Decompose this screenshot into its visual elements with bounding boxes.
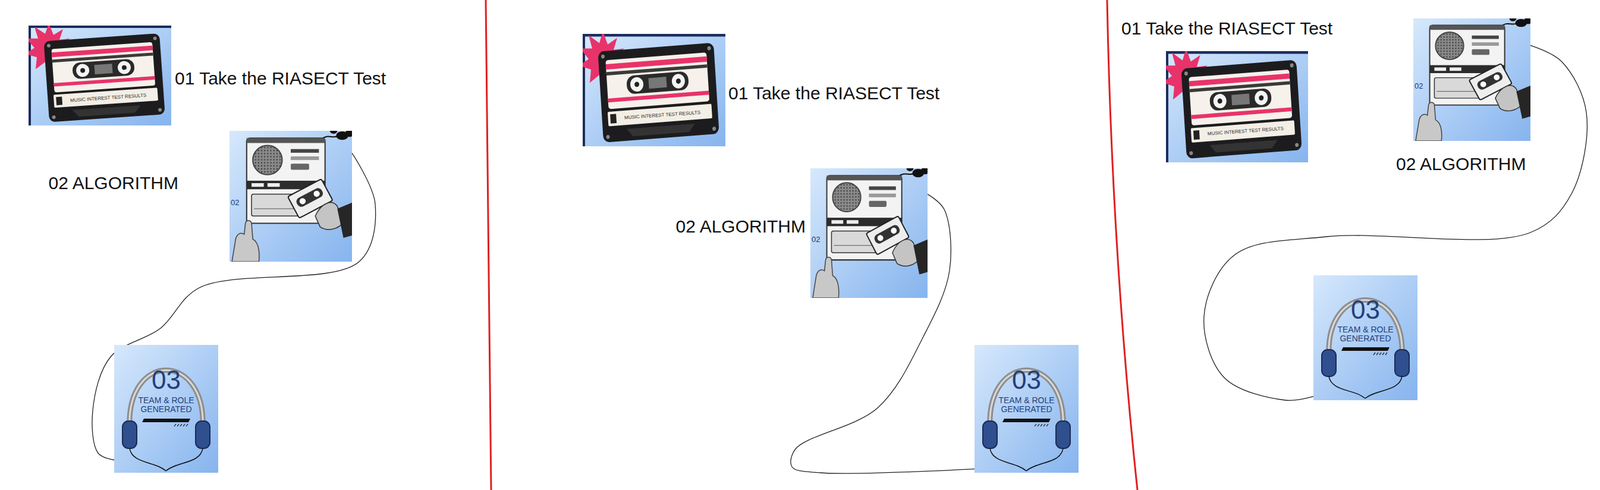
cassette-tile-picture (28, 25, 172, 126)
player-tile: 02 ALGORITHM02 (810, 168, 928, 298)
step-heading: 01 Take the RIASECT Test (728, 82, 940, 105)
step-number: 03 (974, 366, 1079, 394)
step-heading: 01 Take the RIASECT Test (174, 67, 386, 90)
step-number: 03 (1313, 296, 1418, 323)
cassette-tile: 01 Take the RIASECT TestMUSIC INTEREST T… (582, 33, 726, 147)
step-number: 03 (114, 366, 219, 394)
player-tile-art (1413, 18, 1531, 141)
headphones-tile: 03TEAM & ROLE GENERATED (1313, 275, 1418, 401)
side-number: 02 (1414, 82, 1423, 90)
player-tile-art (810, 168, 928, 298)
player-tile-art (229, 130, 352, 262)
cassette-tile-picture (582, 33, 726, 147)
player-tile-picture (1413, 18, 1531, 141)
player-tile: 02 ALGORITHM02 (1413, 18, 1531, 141)
cassette-tile-art (582, 33, 726, 147)
panel-divider (485, 0, 492, 490)
step-heading: 01 Take the RIASECT Test (1121, 17, 1333, 40)
headphones-tile: 03TEAM & ROLE GENERATED (974, 344, 1079, 473)
cassette-tile: 01 Take the RIASECT TestMUSIC INTEREST T… (1165, 51, 1309, 163)
player-tile: 02 ALGORITHM02 (229, 130, 352, 262)
player-tile-picture (229, 130, 352, 262)
step-name: TEAM & ROLE GENERATED (137, 395, 196, 414)
step-heading: 02 ALGORITHM (676, 215, 806, 238)
headphones-tile-picture (974, 344, 1079, 473)
cassette-tile: 01 Take the RIASECT TestMUSIC INTEREST T… (28, 25, 172, 126)
step-heading: 02 ALGORITHM (1396, 153, 1526, 175)
cassette-tile-art (28, 25, 172, 126)
cassette-tile-picture (1165, 51, 1309, 163)
player-tile-picture (810, 168, 928, 298)
side-number: 02 (230, 198, 240, 207)
headphones-tile: 03TEAM & ROLE GENERATED (114, 344, 219, 473)
side-number: 02 (811, 235, 820, 244)
step-name: TEAM & ROLE GENERATED (997, 395, 1056, 414)
step-name: TEAM & ROLE GENERATED (1336, 325, 1395, 343)
headphones-tile-picture (1313, 275, 1418, 401)
panel-divider (1107, 0, 1138, 490)
headphones-tile-picture (114, 344, 219, 473)
step-heading: 02 ALGORITHM (48, 172, 179, 194)
cassette-tile-art (1165, 51, 1309, 163)
